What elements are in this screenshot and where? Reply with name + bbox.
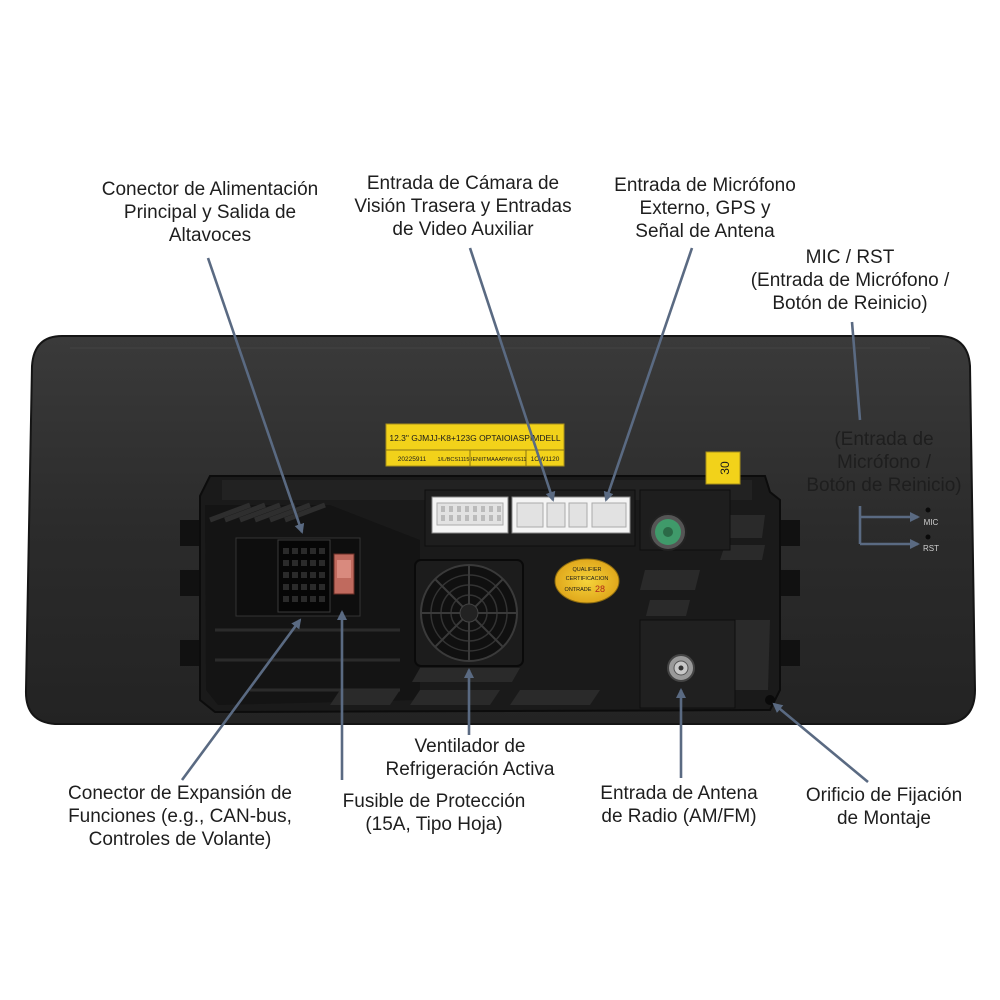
seal-line-2: CERTIFICACION: [566, 576, 609, 582]
arrow-mic-ext: [603, 247, 694, 502]
seal-number: 28: [595, 584, 605, 594]
label-mic-ext-line-1: Entrada de Micrófono: [614, 175, 796, 196]
label-camera-line-3: de Video Auxiliar: [392, 219, 534, 240]
cooling-fan: [414, 559, 524, 667]
label-expansion-line-2: Funciones (e.g., CAN-bus,: [68, 806, 292, 827]
label-mounting-hole: Orificio de Fijación de Montaje: [784, 784, 984, 830]
label-fan: Ventilador de Refrigeración Activa: [360, 735, 580, 781]
label-radio-antenna: Entrada de Antena de Radio (AM/FM): [574, 782, 784, 828]
blade-fuse: [333, 553, 355, 595]
label-radio-line-2: de Radio (AM/FM): [601, 806, 757, 827]
label-power-line-1: Conector de Alimentación: [101, 179, 319, 200]
label-radio-line-1: Entrada de Antena: [600, 783, 758, 804]
label-mic-rst-side-line-1: (Entrada de: [834, 429, 934, 450]
label-expansion-connector: Conector de Expansión de Funciones (e.g.…: [40, 782, 320, 851]
callout-arrows: [180, 247, 920, 784]
label-camera-line-2: Visión Trasera y Entradas: [354, 196, 572, 217]
label-mic-ext-line-2: Externo, GPS y: [639, 198, 771, 219]
tag-number: 30: [718, 461, 732, 475]
label-fuse-line-2: (15A, Tipo Hoja): [365, 814, 503, 835]
mounting-hole: [765, 695, 775, 705]
gps-port: [649, 513, 687, 551]
arrow-expansion: [180, 618, 302, 781]
label-mic-rst-top-line-3: Botón de Reinicio): [772, 293, 928, 314]
label-mic-ext-line-3: Señal de Antena: [635, 221, 775, 242]
label-power-line-2: Principal y Salida de: [123, 202, 297, 223]
label-fan-line-2: Refrigeración Activa: [385, 759, 555, 780]
label-camera-line-1: Entrada de Cámara de: [366, 173, 560, 194]
label-fuse-line-1: Fusible de Protección: [342, 791, 526, 812]
label-fan-line-1: Ventilador de: [414, 736, 526, 757]
mic-hole: [925, 507, 931, 513]
arrow-camera: [468, 247, 556, 502]
sticker-line-2a: 20225911: [398, 456, 427, 463]
arrow-power: [206, 257, 305, 534]
rst-hole: [925, 534, 931, 540]
seal-line-1: QUALIFIER: [572, 567, 601, 573]
label-power-line-3: Altavoces: [168, 225, 252, 246]
yellow-tag: 30: [705, 451, 741, 485]
label-mic-rst-side-line-2: Micrófono /: [837, 452, 931, 473]
arrow-mic-rst: [850, 321, 862, 421]
label-expansion-line-1: Conector de Expansión de: [68, 783, 292, 804]
rst-mark: RST: [923, 544, 939, 553]
label-mic-external: Entrada de Micrófono Externo, GPS y Seña…: [580, 174, 830, 243]
label-mic-rst-top-line-2: (Entrada de Micrófono /: [750, 270, 950, 291]
label-fuse: Fusible de Protección (15A, Tipo Hoja): [316, 790, 552, 836]
video-connector-right: [511, 496, 631, 534]
label-power-connector: Conector de Alimentación Principal y Sal…: [60, 178, 360, 247]
video-connector-left: [431, 496, 509, 534]
label-expansion-line-3: Controles de Volante): [88, 829, 272, 850]
label-mount-line-1: Orificio de Fijación: [805, 785, 963, 806]
arrow-mount: [772, 702, 869, 784]
sticker-line-2b: 1/L/BCS1115 IENIITMAAAPIW 6S11: [438, 457, 527, 463]
certification-seal: QUALIFIER CERTIFICACION ONTRADE 28: [554, 558, 620, 604]
label-mic-rst-top-line-1: MIC / RST: [805, 247, 895, 268]
label-mount-line-2: de Montaje: [836, 808, 931, 829]
spec-sticker: 12.3" GJMJJ-K8+123G OPTAIOIASPIMDELL 202…: [385, 423, 565, 467]
label-camera-input: Entrada de Cámara de Visión Trasera y En…: [320, 172, 606, 241]
label-mic-rst-side: (Entrada de Micrófono / Botón de Reinici…: [786, 428, 982, 497]
sticker-line-2c: 1OW1120: [531, 456, 560, 463]
sticker-line-1: 12.3" GJMJJ-K8+123G OPTAIOIASPIMDELL: [389, 433, 561, 443]
label-mic-rst-side-line-3: Botón de Reinicio): [806, 475, 962, 496]
mic-mark: MIC: [924, 518, 939, 527]
seal-line-3: ONTRADE: [565, 587, 592, 593]
label-mic-rst-top: MIC / RST (Entrada de Micrófono / Botón …: [730, 246, 970, 315]
radio-antenna-port: [667, 654, 695, 682]
